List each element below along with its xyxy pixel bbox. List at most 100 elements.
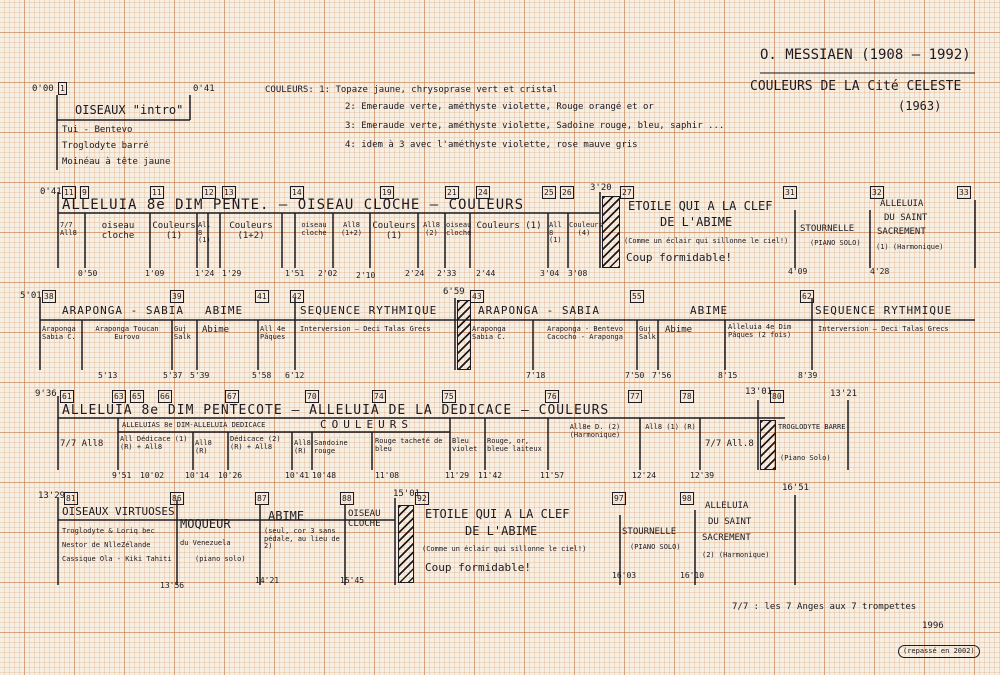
time-stamp: 8'39 — [798, 371, 818, 380]
work-title: COULEURS DE LA Cité CELESTE — [750, 79, 962, 94]
rehearsal-number: 39 — [170, 290, 184, 303]
cell-text: Guj Salk — [639, 325, 656, 341]
time-stamp: 0'41 — [193, 84, 215, 94]
section-title: STOURNELLE — [622, 527, 677, 537]
rehearsal-number: 32 — [870, 186, 884, 199]
cell-text: Couleurs (1) — [372, 221, 416, 241]
cell-text: All8 (1) (R) — [645, 423, 696, 431]
time-stamp: 9'36 — [35, 389, 57, 399]
time-stamp: 0'00 — [32, 84, 54, 94]
time-stamp: 15'45 — [340, 576, 365, 585]
time-stamp: 11'57 — [540, 471, 565, 480]
cell-text: oiseau cloche — [446, 221, 472, 237]
rehearsal-number: 77 — [628, 390, 642, 403]
cell-text: All 4e Pâques — [260, 325, 286, 341]
rehearsal-number: 63 — [112, 390, 126, 403]
hatched-block — [760, 420, 776, 470]
time-stamp: 0'41 — [40, 187, 62, 197]
bird-name: Moinéau à tête jaune — [62, 157, 171, 167]
time-stamp: 9'51 — [112, 471, 132, 480]
cell-text: 7/7 All.8 — [705, 439, 754, 449]
sub-title: ALLELUIAS 8e DIM-ALLELUIA DEDICACE — [122, 421, 266, 429]
section-title: ALLELUIA 8e DIM PENTECOTE – ALLELUIA DE … — [62, 403, 610, 418]
cell-text: All8e D. (2) (Harmonique) — [569, 423, 621, 439]
time-stamp: 4'09 — [788, 267, 808, 276]
section-note: (2) (Harmonique) — [702, 551, 770, 559]
cell-text: All8 (R) — [294, 439, 311, 455]
time-stamp: 3'04 — [540, 269, 560, 278]
time-stamp: 6'12 — [285, 371, 305, 380]
time-stamp: 13'21 — [830, 389, 858, 399]
time-stamp: 2'10 — [356, 271, 376, 280]
cell-text: Abime — [202, 325, 230, 335]
section-title: DE L'ABIME — [465, 524, 538, 538]
section-note: (Piano Solo) — [780, 454, 831, 462]
time-stamp: 16'51 — [782, 483, 810, 493]
cell-text: Abime — [665, 325, 693, 335]
cell-text: Couleurs (1) — [476, 221, 542, 231]
time-stamp: 11'08 — [375, 471, 400, 480]
rehearsal-number: 31 — [783, 186, 797, 199]
rehearsal-number: 11 — [62, 186, 76, 199]
rehearsal-number: 21 — [445, 186, 459, 199]
cell-text: Couleurs (1) — [152, 221, 196, 241]
rehearsal-number: 24 — [476, 186, 490, 199]
rehearsal-number: 33 — [957, 186, 971, 199]
cell-text: All8 (1+2) — [340, 221, 363, 237]
cell-text: Couleurs (4) — [569, 221, 603, 237]
rehearsal-number: 67 — [225, 390, 239, 403]
cell-text: Guj Salk — [174, 325, 191, 341]
section-note: (PIANO SOLO) — [630, 543, 681, 551]
time-stamp: 12'39 — [690, 471, 715, 480]
section-title: STOURNELLE — [800, 224, 855, 234]
bird-name: Troglodyte & Loriq bec — [62, 527, 155, 535]
rehearsal-number: 74 — [372, 390, 386, 403]
section-title: MOQUEUR — [180, 517, 231, 531]
time-stamp: 1'51 — [285, 269, 305, 278]
cell-text: Dédicace (2) (R) + All8 — [230, 435, 281, 451]
cell-text: Couleurs (1+2) — [229, 221, 273, 241]
cell-text: Araponga Sabia C. — [42, 325, 76, 341]
section-title: DU SAINT — [884, 213, 928, 223]
section-title: ALLELUIA — [705, 501, 749, 511]
section-note: Coup formidable! — [425, 561, 531, 574]
section-title: TROGLODYTE BARRE — [778, 423, 846, 431]
rehearsal-number: 9 — [80, 186, 89, 199]
time-stamp: 11'29 — [445, 471, 470, 480]
section-title: ARAPONGA - SABIA — [478, 304, 600, 317]
section-title: SEQUENCE RYTHMIQUE — [815, 304, 953, 317]
section-title: ALLELUIA 8e DIM PENTE. – OISEAU CLOCHE –… — [62, 197, 525, 213]
cell-text: Araponga Toucan Eurovo — [95, 325, 159, 341]
footer-note: 7/7 : les 7 Anges aux 7 trompettes — [732, 602, 917, 612]
section-title: ALLELUIA — [880, 199, 924, 209]
rehearsal-number: 61 — [60, 390, 74, 403]
rehearsal-number: 41 — [255, 290, 269, 303]
cell-text: All Dédicace (1) (R) + All8 — [120, 435, 188, 451]
section-title: DE L'ABIME — [660, 215, 733, 229]
section-title: DU SAINT — [708, 517, 752, 527]
time-stamp: 3'20 — [590, 183, 612, 193]
time-stamp: 5'13 — [98, 371, 118, 380]
cell-text: 7/7 All8 — [60, 439, 104, 449]
hatched-block — [602, 196, 620, 268]
cell-text: Araponga - Bentevo Cacocho - Araponga — [547, 325, 623, 341]
cell-text: Bleu violet — [452, 437, 478, 453]
couleurs-2: 2: Emeraude verte, améthyste violette, R… — [345, 102, 654, 112]
section-title: ARAPONGA - SABIA — [62, 304, 184, 317]
time-stamp: 10'48 — [312, 471, 337, 480]
bird-name: Nestor de NlleZélande — [62, 541, 151, 549]
time-stamp: 13'56 — [160, 581, 185, 590]
rehearsal-number: 27 — [620, 186, 634, 199]
hatched-block — [457, 300, 471, 370]
cell-text: Rouge, or, bleue laiteux — [487, 437, 542, 453]
couleurs-3: 3: Emeraude verte, améthyste violette, S… — [345, 121, 725, 131]
section-note: (Comme un éclair qui sillonne le ciel!) — [422, 545, 587, 553]
cell-text: All 8 (1) — [549, 221, 562, 245]
section-title: ABIME — [268, 509, 305, 523]
time-stamp: 14'21 — [255, 576, 280, 585]
couleurs-4: 4: idem à 3 avec l'améthyste violette, r… — [345, 140, 638, 150]
rehearsal-number: 11 — [150, 186, 164, 199]
section-title: OISEAUX "intro" — [75, 103, 184, 117]
